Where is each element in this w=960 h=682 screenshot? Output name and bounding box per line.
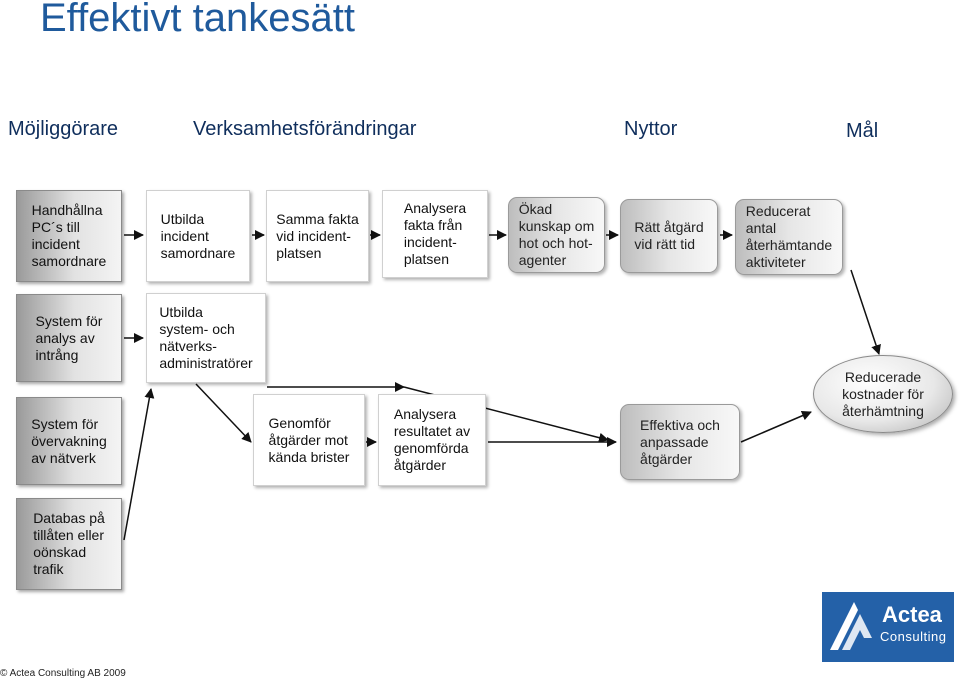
node-databas: Databas på tillåten eller oönskad trafik <box>16 498 122 590</box>
actea-logo: Actea Consulting <box>822 592 954 662</box>
node-samma-fakta: Samma fakta vid incident- platsen <box>266 190 369 282</box>
node-analysera-resultat: Analysera resultatet av genomförda åtgär… <box>378 394 486 486</box>
node-handhallna: Handhållna PC´s till incident samordnare <box>16 190 122 282</box>
node-utbilda-system: Utbilda system- och nätverks- administra… <box>146 293 266 383</box>
node-utbilda-incident: Utbilda incident samordnare <box>146 190 250 282</box>
node-ratt-atgard: Rätt åtgärd vid rätt tid <box>620 199 718 273</box>
node-genomfor: Genomför åtgärder mot kända brister <box>253 394 365 486</box>
node-analysera-fakta: Analysera fakta från incident- platsen <box>382 190 488 278</box>
header-enablers: Möjliggörare <box>8 118 119 140</box>
node-reducerat-antal: Reducerat antal återhämtande aktiviteter <box>735 199 843 275</box>
node-system-overvakning: System för övervakning av nätverk <box>16 397 122 485</box>
header-benefits: Nyttor <box>624 118 678 140</box>
node-effektiva: Effektiva och anpassade åtgärder <box>620 404 740 480</box>
page-title: Effektivt tankesätt <box>40 0 355 40</box>
header-goal: Mål <box>846 120 879 142</box>
header-changes: Verksamhetsförändringar <box>193 118 417 140</box>
node-reducerade-kostnader: Reducerade kostnader för återhämtning <box>813 355 953 433</box>
node-system-analys: System för analys av intrång <box>16 294 122 382</box>
logo-mark-icon <box>830 602 872 650</box>
logo-name: Actea <box>882 602 942 627</box>
copyright-footer: © Actea Consulting AB 2009 <box>0 668 126 679</box>
logo-sub: Consulting <box>880 629 947 644</box>
node-okad-kunskap: Ökad kunskap om hot och hot- agenter <box>508 197 605 273</box>
